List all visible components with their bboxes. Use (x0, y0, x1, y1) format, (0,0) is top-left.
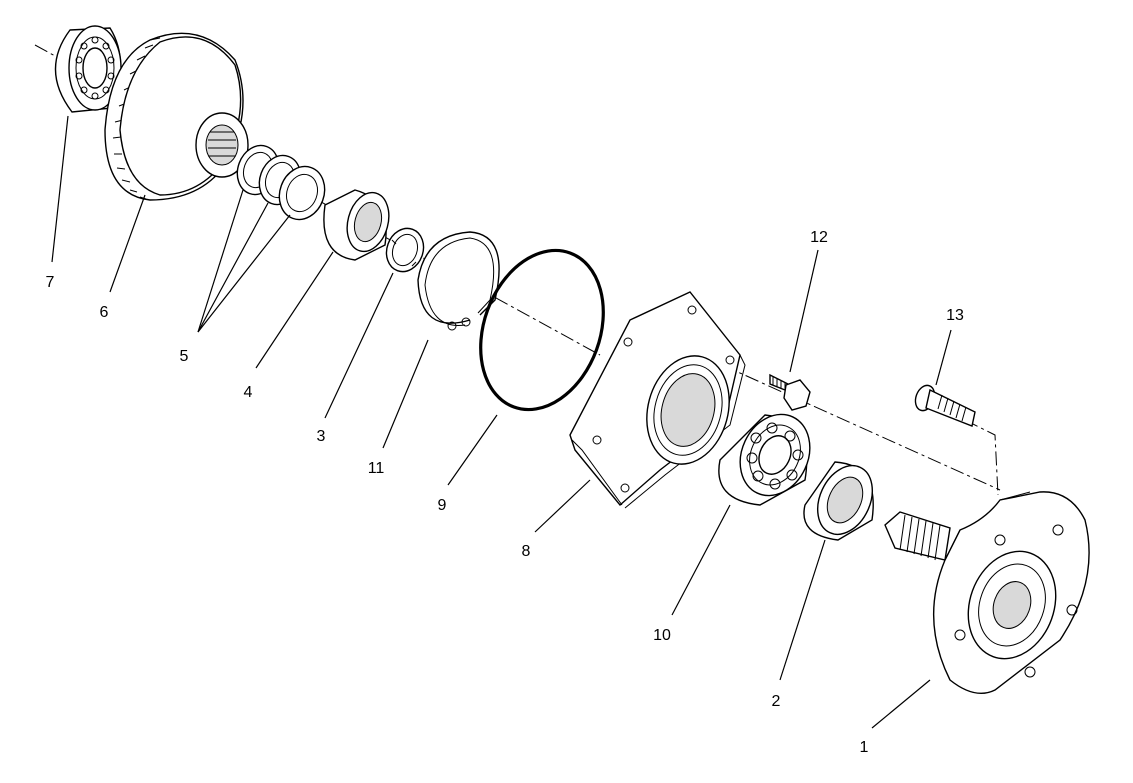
part-8-housing (569, 291, 746, 509)
part-13-stud (914, 384, 976, 427)
stud-axis-line (964, 419, 999, 496)
part-10-ball-bearing (718, 413, 811, 506)
part-9-o-ring (479, 248, 605, 412)
leader-lines (51, 115, 952, 729)
part-5-washers (236, 144, 326, 221)
callout-2: 2 (772, 693, 781, 710)
callout-6: 6 (100, 304, 109, 321)
callout-13: 13 (946, 307, 964, 324)
callout-11: 11 (368, 460, 385, 477)
callout-1: 1 (860, 739, 869, 756)
callout-10: 10 (653, 627, 671, 644)
callout-7: 7 (46, 274, 55, 291)
callout-8: 8 (522, 543, 531, 560)
part-7-bearing (54, 25, 122, 113)
callout-3: 3 (317, 428, 326, 445)
part-3-split-ring (385, 227, 425, 273)
part-6-gear (104, 32, 249, 201)
callout-12: 12 (810, 229, 828, 246)
part-11-snap-ring (417, 231, 500, 331)
part-2-seal (803, 461, 874, 541)
center-axis-line-lower (699, 354, 1001, 491)
callout-labels: 7 6 5 4 3 11 9 8 10 2 1 12 13 (46, 229, 964, 756)
callout-4: 4 (244, 384, 253, 401)
callout-9: 9 (438, 497, 447, 514)
part-12-bolt (769, 373, 811, 411)
callout-5: 5 (180, 348, 189, 365)
part-1-hub (884, 491, 1090, 694)
part-4-needle-bearing (323, 189, 390, 261)
